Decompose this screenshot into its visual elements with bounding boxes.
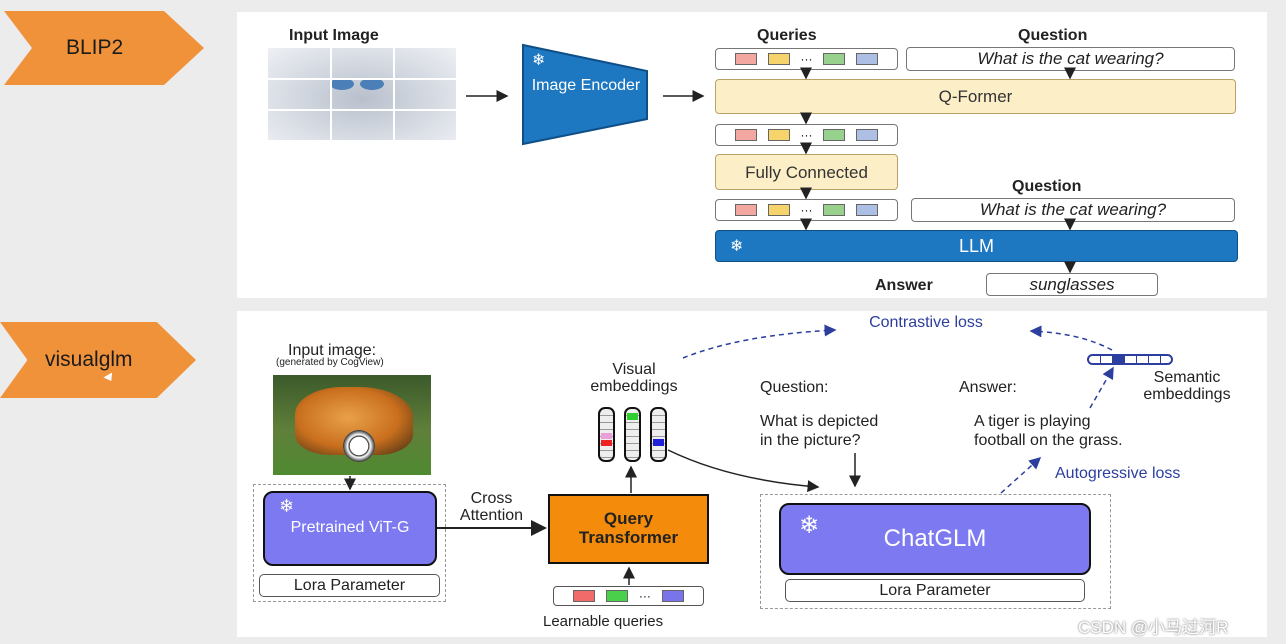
query-transformer-box: Query Transformer: [548, 494, 709, 564]
vglm-question-text-2: in the picture?: [760, 432, 861, 449]
llm-label: LLM: [958, 235, 994, 256]
query-tokens-2: ···: [715, 124, 898, 146]
vglm-question-text-1: What is depicted: [760, 413, 879, 430]
embedding-cell: [601, 433, 612, 439]
visualglm-tag: visualglm: [0, 322, 196, 398]
query-tokens-3: ···: [715, 199, 898, 221]
question-label-2: Question: [1012, 178, 1082, 195]
semantic-embeddings-label: Semantic embeddings: [1143, 369, 1231, 403]
cat-image: [268, 48, 456, 140]
question-text-1: What is the cat wearing?: [906, 47, 1235, 71]
learnable-queries-label: Learnable queries: [543, 613, 664, 630]
embedding-cell: [601, 440, 612, 446]
token: [735, 129, 758, 141]
lora-right: Lora Parameter: [785, 579, 1085, 602]
vit-label: Pretrained ViT-G: [290, 519, 410, 537]
grid-line: [393, 48, 395, 140]
token: [606, 590, 629, 602]
vglm-input-image-label: Input image:: [288, 342, 377, 359]
learnable-queries-tokens: ···: [553, 586, 704, 606]
embedding-vector: [598, 407, 615, 462]
vglm-answer-text-1: A tiger is playing: [974, 413, 1091, 430]
grid-line: [268, 78, 456, 80]
token: [661, 590, 684, 602]
token: [573, 590, 596, 602]
snowflake-icon: ❄: [799, 512, 820, 539]
ellipsis: ···: [638, 589, 651, 603]
autoregressive-loss-label: Autogressive loss: [1055, 465, 1181, 482]
answer-label: Answer: [875, 277, 933, 294]
cross-attention-label: Cross Attention: [459, 490, 524, 524]
sunglasses-right-lens: [360, 78, 384, 90]
qformer-box: Q-Former: [715, 79, 1236, 114]
question-text-2: What is the cat wearing?: [911, 198, 1235, 222]
sunglasses-left-lens: [330, 78, 354, 90]
visualglm-tag-label: visualglm: [45, 348, 133, 371]
image-encoder-label: Image Encoder: [531, 77, 641, 94]
snowflake-icon: ❄: [532, 52, 546, 69]
soccer-ball: [343, 430, 375, 462]
embedding-vector: [624, 407, 641, 462]
input-image-label: Input Image: [289, 27, 379, 44]
token: [767, 129, 790, 141]
lora-left: Lora Parameter: [259, 574, 440, 597]
image-encoder-shape: [522, 43, 648, 146]
visual-embeddings-label: Visual embeddings: [590, 361, 678, 395]
vglm-input-image-sub: (generated by CogView): [276, 357, 384, 368]
token: [823, 129, 846, 141]
contrastive-loss-label: Contrastive loss: [869, 314, 983, 331]
query-transformer-label: Query Transformer: [578, 509, 679, 547]
blip2-tag-label: BLIP2: [66, 36, 124, 59]
embedding-cell: [1113, 356, 1124, 363]
fully-connected-box: Fully Connected: [715, 154, 898, 190]
chatglm-box: ❄ ChatGLM: [779, 503, 1091, 575]
grid-line: [268, 109, 456, 111]
token: [767, 53, 790, 65]
semantic-embedding-vector: [1087, 354, 1173, 365]
token: [855, 129, 878, 141]
token: [735, 204, 758, 216]
embedding-vector: [650, 407, 667, 462]
token: [855, 204, 878, 216]
vit-box: ❄ Pretrained ViT-G: [263, 491, 437, 566]
snowflake-icon: ❄: [279, 496, 295, 516]
grid-line: [330, 48, 332, 140]
ellipsis: ···: [800, 128, 813, 142]
blip2-tag: BLIP2: [4, 11, 204, 85]
embedding-cell: [653, 439, 664, 446]
token: [823, 204, 846, 216]
question-label-1: Question: [1018, 27, 1088, 44]
embedding-cell: [627, 413, 638, 420]
queries-label: Queries: [757, 27, 817, 44]
token: [855, 53, 878, 65]
chatglm-dashed-frame: [760, 494, 1111, 609]
snowflake-icon: ❄: [730, 238, 744, 255]
vglm-answer-label: Answer:: [959, 379, 1017, 396]
token: [735, 53, 758, 65]
chatglm-label: ChatGLM: [883, 525, 987, 552]
answer-text: sunglasses: [986, 273, 1158, 296]
tiger-image: [273, 375, 431, 475]
ellipsis: ···: [800, 52, 813, 66]
ellipsis: ···: [800, 203, 813, 217]
vglm-answer-text-2: football on the grass.: [974, 432, 1123, 449]
watermark: CSDN @小马过河R: [1078, 618, 1229, 637]
token: [767, 204, 790, 216]
vglm-question-label: Question:: [760, 379, 829, 396]
token: [823, 53, 846, 65]
llm-box: ❄ LLM: [715, 230, 1238, 262]
